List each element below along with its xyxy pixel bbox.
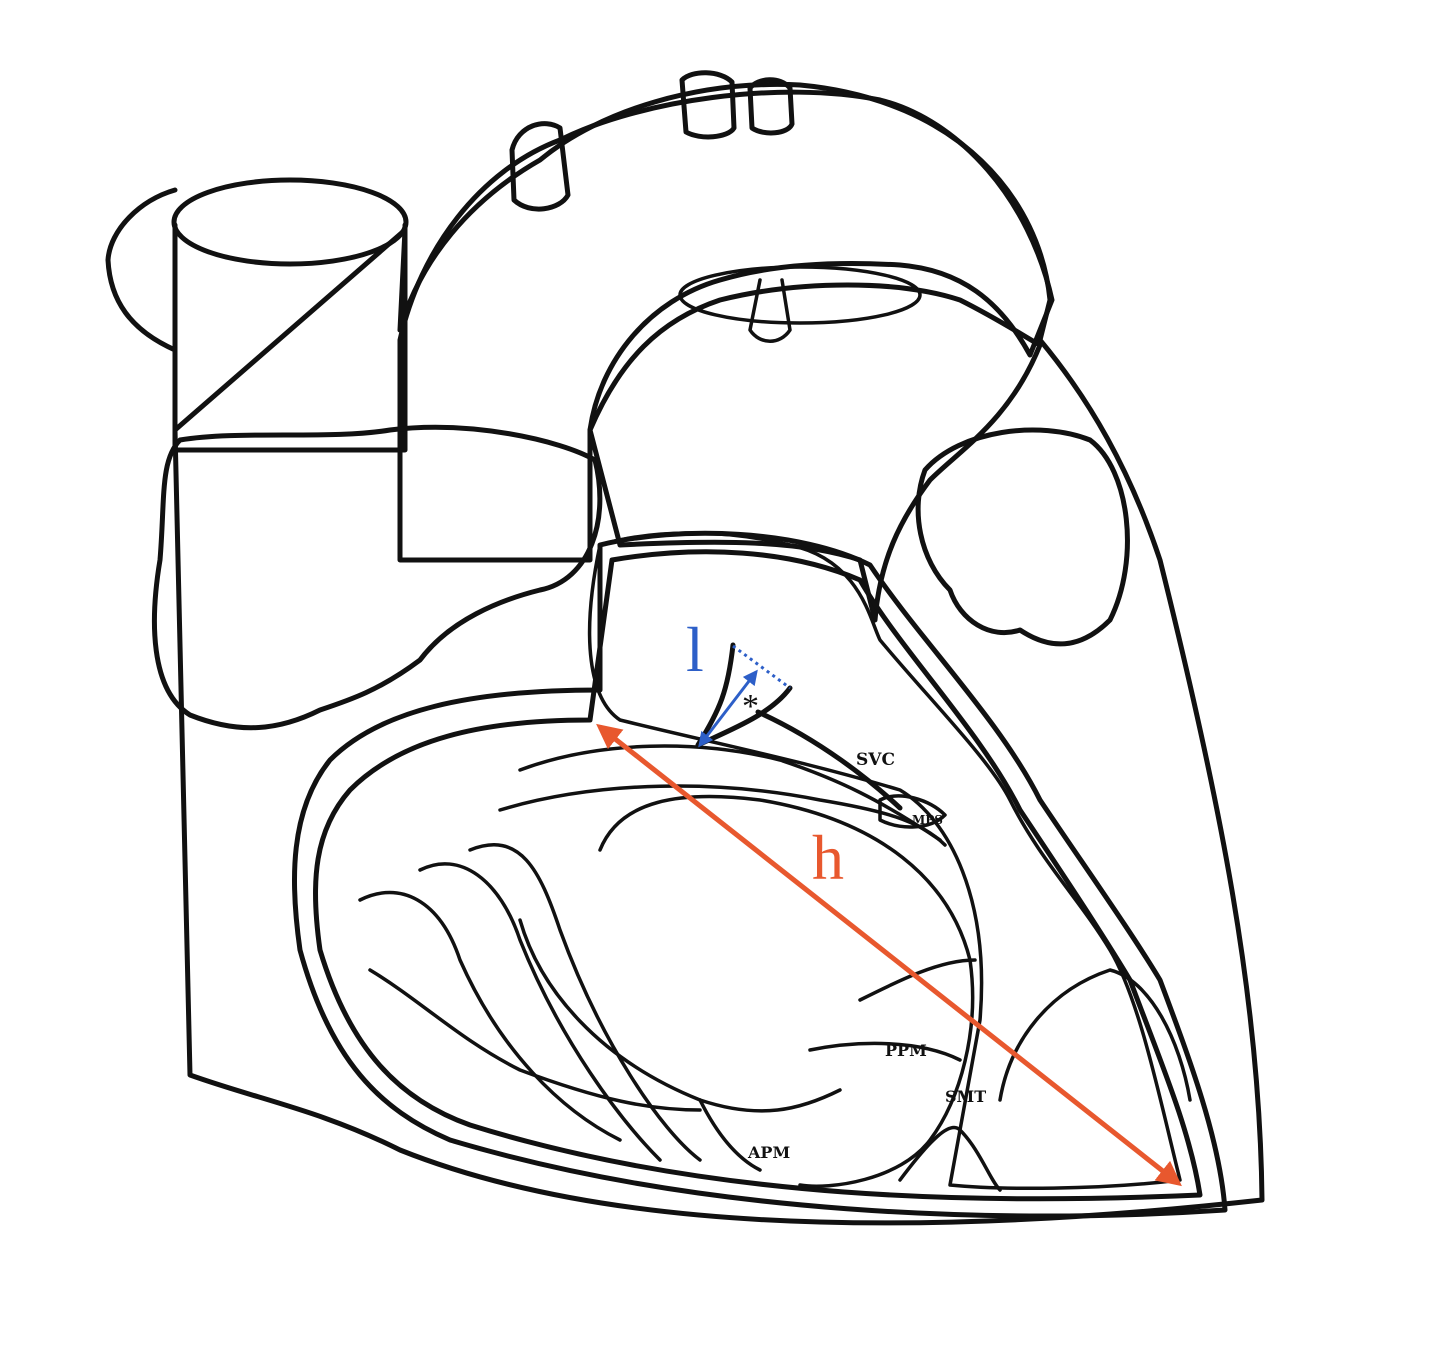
label-asterisk: *	[742, 688, 759, 725]
left-atrial-appendage	[915, 427, 1130, 647]
branch-vessel-1	[509, 121, 571, 212]
l-arrow	[698, 669, 758, 748]
label-mps: MPS	[912, 813, 943, 827]
heart-body	[172, 81, 1265, 1226]
vessel-left-flap	[105, 187, 178, 353]
label-apm: APM	[748, 1143, 791, 1162]
trabeculae	[358, 744, 1192, 1192]
pulmonary-trunk	[587, 282, 1043, 623]
rv-outer-wall	[291, 530, 1228, 1219]
rv-inner-wall	[312, 549, 1203, 1202]
aortic-window	[678, 265, 922, 325]
h-arrow	[596, 723, 1182, 1187]
label-smt: SMT	[945, 1087, 987, 1106]
ligamentum	[748, 278, 792, 343]
branch-vessel-3	[747, 77, 795, 136]
aortic-arch	[397, 89, 1055, 563]
label-ppm: PPM	[885, 1041, 927, 1060]
svc-opening	[171, 177, 409, 267]
right-atrial-appendage	[151, 424, 603, 731]
label-h: h	[812, 822, 844, 893]
superior-vena-cava	[172, 222, 408, 453]
label-svc: SVC	[856, 750, 895, 770]
l-dotted-guide	[732, 644, 791, 690]
label-l: l	[686, 614, 704, 685]
branch-vessel-2	[679, 70, 737, 140]
